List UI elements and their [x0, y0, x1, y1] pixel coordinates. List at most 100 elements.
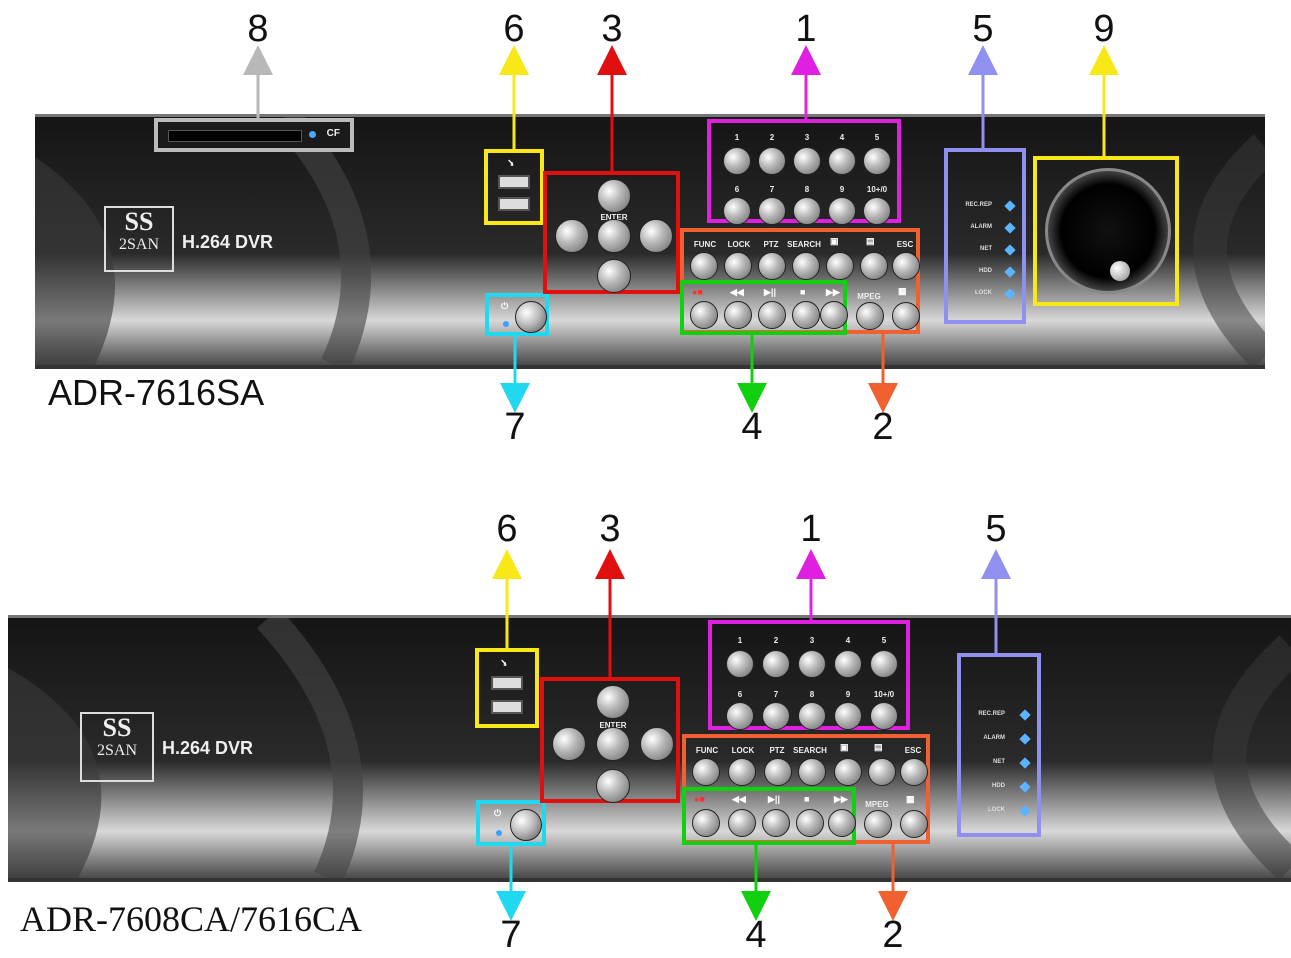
channel-label: 7: [773, 690, 779, 699]
power-button[interactable]: [515, 301, 547, 333]
func-label: FUNC: [693, 240, 717, 249]
nav-up-button[interactable]: [597, 179, 631, 213]
display-mode-icon: ▣: [830, 236, 839, 246]
channel-button[interactable]: [798, 702, 826, 730]
channel-button[interactable]: [758, 147, 786, 175]
callout-4: 4: [745, 914, 767, 956]
backup-icon: ▦: [906, 794, 915, 804]
channel-button[interactable]: [870, 650, 898, 678]
channel-button[interactable]: [863, 147, 891, 175]
fast-forward-button[interactable]: [828, 809, 856, 837]
led-label-net: NET: [980, 246, 992, 252]
power-button[interactable]: [510, 809, 542, 841]
stop-button[interactable]: [796, 809, 824, 837]
rewind-icon: ◀◀: [732, 794, 746, 804]
led-net: [1019, 757, 1031, 769]
nav-left-button[interactable]: [555, 219, 589, 253]
sequence-button[interactable]: [868, 758, 896, 786]
top-model-name: ADR-7616SA: [48, 372, 265, 413]
channel-button[interactable]: [762, 650, 790, 678]
esc-label: ESC: [904, 746, 922, 755]
search-button[interactable]: [798, 758, 826, 786]
rewind-button[interactable]: [728, 809, 756, 837]
nav-down-button[interactable]: [597, 259, 631, 293]
callout-1: 1: [795, 8, 817, 50]
channel-button[interactable]: [863, 197, 891, 225]
product-label: H.264 DVR: [162, 738, 254, 758]
channel-button[interactable]: [834, 702, 862, 730]
callout-2: 2: [872, 406, 894, 448]
channel-button[interactable]: [793, 147, 821, 175]
usb-port[interactable]: [498, 197, 530, 211]
mpeg-button[interactable]: [864, 810, 892, 838]
record-button[interactable]: [690, 301, 718, 329]
jog-shuttle-thumb: [1110, 261, 1130, 281]
stop-icon: ■: [804, 794, 810, 804]
mpeg-button[interactable]: [856, 302, 884, 330]
enter-button[interactable]: [596, 727, 630, 761]
led-lock: [1004, 288, 1016, 300]
channel-button[interactable]: [798, 650, 826, 678]
channel-label: 5: [881, 636, 887, 645]
func-button[interactable]: [692, 758, 720, 786]
channel-label: 9: [845, 690, 851, 699]
fast-forward-button[interactable]: [820, 301, 848, 329]
channel-button[interactable]: [870, 702, 898, 730]
logo-mark: SS: [102, 713, 132, 742]
channel-button[interactable]: [762, 702, 790, 730]
fast-forward-icon: ▶▶: [834, 794, 848, 804]
nav-right-button[interactable]: [639, 219, 673, 253]
channel-button[interactable]: [723, 197, 751, 225]
display-mode-button[interactable]: [834, 758, 862, 786]
sequence-icon: ▤: [866, 236, 875, 246]
esc-button[interactable]: [900, 758, 928, 786]
channel-button[interactable]: [834, 650, 862, 678]
display-mode-button[interactable]: [826, 252, 854, 280]
sequence-button[interactable]: [860, 252, 888, 280]
channel-button[interactable]: [726, 650, 754, 678]
record-button[interactable]: [692, 809, 720, 837]
search-button[interactable]: [792, 252, 820, 280]
search-label: SEARCH: [793, 746, 827, 755]
usb-port[interactable]: [498, 175, 530, 189]
nav-left-button[interactable]: [552, 727, 586, 761]
power-icon: ⏻: [501, 301, 509, 311]
led-label-rec-rep: REC.REP: [978, 711, 1005, 717]
usb-port[interactable]: [491, 676, 523, 690]
cf-card-slot[interactable]: CF: [154, 118, 354, 152]
jog-shuttle-dial[interactable]: [1045, 168, 1171, 294]
enter-button[interactable]: [597, 219, 631, 253]
backup-button[interactable]: [892, 302, 920, 330]
esc-button[interactable]: [892, 252, 920, 280]
status-leds-box: REC.REP ALARM NET HDD LOCK: [944, 148, 1026, 324]
func-button[interactable]: [690, 252, 718, 280]
led-label-lock: LOCK: [988, 807, 1005, 813]
rewind-button[interactable]: [724, 301, 752, 329]
channel-button[interactable]: [828, 197, 856, 225]
stop-button[interactable]: [792, 301, 820, 329]
lock-button[interactable]: [728, 758, 756, 786]
ptz-button[interactable]: [758, 252, 786, 280]
fast-forward-icon: ▶▶: [826, 287, 840, 297]
lock-button[interactable]: [724, 252, 752, 280]
channel-button[interactable]: [726, 702, 754, 730]
nav-right-button[interactable]: [640, 727, 674, 761]
rewind-icon: ◀◀: [730, 287, 744, 297]
channel-button[interactable]: [758, 197, 786, 225]
play-pause-button[interactable]: [762, 809, 790, 837]
channel-button[interactable]: [723, 147, 751, 175]
record-icon: ●■: [694, 794, 705, 804]
nav-up-button[interactable]: [596, 685, 630, 719]
play-pause-button[interactable]: [758, 301, 786, 329]
backup-button[interactable]: [900, 810, 928, 838]
channel-button[interactable]: [793, 197, 821, 225]
ptz-button[interactable]: [764, 758, 792, 786]
brand-logo: SS 2SAN: [80, 712, 154, 782]
usb-port[interactable]: [491, 700, 523, 714]
callout-6: 6: [503, 8, 525, 50]
nav-down-button[interactable]: [596, 769, 630, 803]
led-net: [1004, 244, 1016, 256]
playback-buttons-box: ●■ ◀◀ ▶|| ■ ▶▶: [680, 280, 848, 335]
callout-1: 1: [800, 508, 822, 550]
channel-button[interactable]: [828, 147, 856, 175]
